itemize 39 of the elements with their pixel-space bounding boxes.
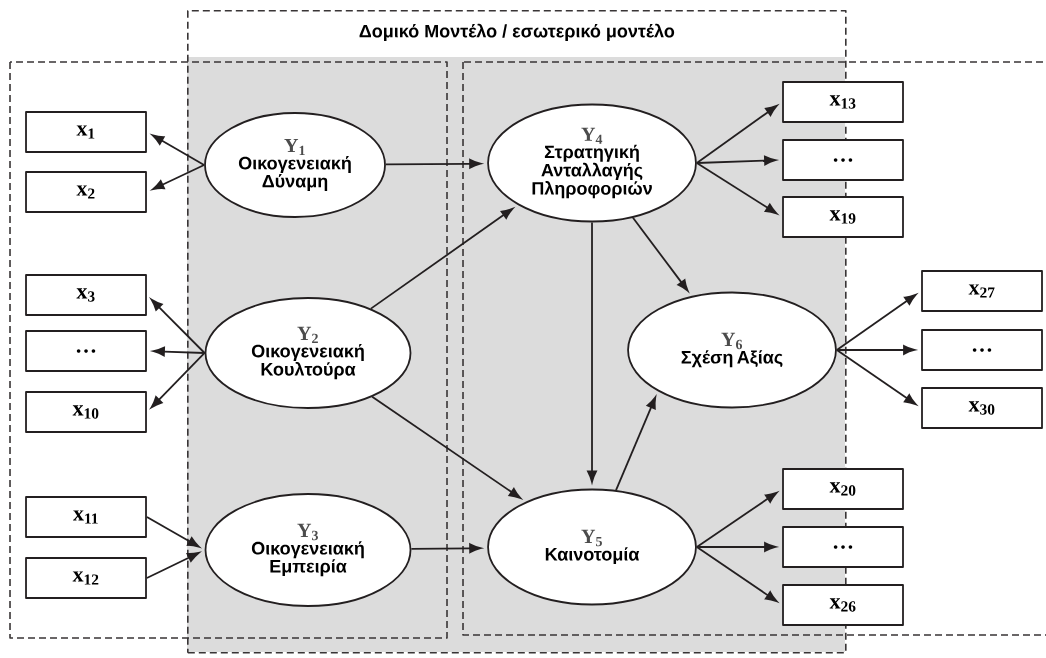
indicator-box: … [921,329,1043,371]
arrow [695,542,777,552]
indicator-box: x$_{30}$ [921,387,1043,429]
indicator-box: x$_{11}$ [25,496,147,538]
indicator-box: x$_{13}$ [782,81,904,123]
arrow [150,352,206,409]
indicator-box: x$_{20}$ [782,468,904,510]
arrow [615,396,657,492]
indicator-box: x$_{1}$ [25,111,147,153]
indicator-box: x$_{27}$ [921,270,1043,312]
arrow [695,491,778,548]
arrow [371,395,522,499]
arrow [835,345,916,355]
arrow [152,346,206,357]
arrow [146,552,200,579]
indicator-box: x$_{3}$ [25,274,147,316]
arrow [695,155,777,166]
arrow [695,162,778,215]
arrow [695,105,778,164]
arrow [835,294,917,351]
indicator-box: … [25,330,147,372]
indicator-box: x$_{2}$ [25,171,147,213]
indicator-box: … [782,139,904,181]
arrow [632,216,689,292]
arrow [695,546,778,603]
indicator-box: … [782,526,904,568]
arrow [152,164,205,190]
arrow [370,208,514,310]
indicator-box: x$_{12}$ [25,557,147,599]
indicator-box: x$_{10}$ [25,391,147,433]
arrow [587,221,597,483]
arrow [151,134,205,166]
arrow [835,349,917,406]
indicator-box: x$_{26}$ [782,584,904,626]
arrow [410,543,482,554]
indicator-box: x$_{19}$ [782,196,904,238]
arrow [385,158,482,169]
arrow [150,298,206,354]
arrow [146,516,200,548]
